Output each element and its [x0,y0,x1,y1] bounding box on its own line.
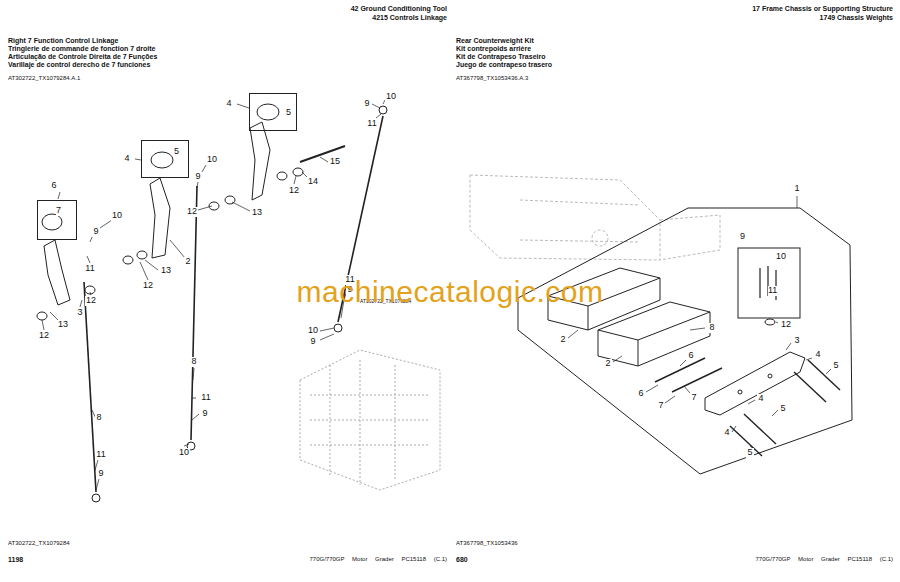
callout-number: 11 [366,119,377,129]
callout-number: 12 [85,296,97,306]
callout-number: 4 [814,350,821,360]
callout-number: 9 [201,409,208,419]
callout-number: 5 [286,108,291,118]
callout-number: 5 [779,404,786,414]
callout-number: 11 [95,450,106,460]
callout-number: 4 [723,428,730,438]
callout-number: 2 [604,359,611,369]
callout-number: 3 [76,308,83,318]
figure-title: Kit de Contrapeso Traseiro [456,53,545,61]
callout-number: 4 [123,154,130,164]
watermark: machinecatalogic.com [297,275,604,308]
section-heading: 42 Ground Conditioning Tool [351,5,447,13]
callout-number: 13 [57,320,69,330]
callout-number: 11 [84,264,95,274]
callout-number: 9 [740,232,745,242]
section-heading: 17 Frame Chassis or Supporting Structure [752,5,893,13]
figure-title: Juego de contrapeso trasero [456,61,552,69]
callout-number: 6 [687,351,694,361]
figure-ref: AT367798_TX1053436 [456,540,518,547]
callout-number: 10 [776,252,786,262]
figure-title: Right 7 Function Control Linkage [8,37,118,45]
figure-title: Kit contrepoids arrière [456,45,531,53]
callout-number: 10 [178,448,190,458]
callout-number: 5 [746,448,753,458]
figure-title: Rear Counterweight Kit [456,37,534,45]
callout-number: 5 [832,361,839,371]
callout-number: 12 [38,331,50,341]
callout-number: 6 [637,389,644,399]
callout-number: 15 [329,157,341,167]
detail-box: 9 10 11 [736,230,802,320]
callout-number: 9 [97,469,104,479]
page-footer: 1198 [8,556,23,564]
callout-number: 11 [200,393,211,403]
page-footer: 770G/770GP Motor Grader PC15118 (C.1) [755,556,893,563]
detail-box-outline [736,230,802,320]
callout-frame: 7 [37,200,77,240]
callout-number: 9 [194,172,201,182]
callout-number: 10 [307,326,319,336]
callout-number: 13 [160,266,172,276]
callout-frame: 5 [249,93,297,131]
page-footer: 770G/770GP Motor Grader PC15118 (C.1) [309,556,447,563]
figure-title: Varillaje de control derecho de 7 funcio… [8,61,150,69]
figure-ref: AT367798_TX1053436.A.3 [456,75,528,82]
page-footer: 680 [456,556,468,564]
callout-number: 6 [50,181,57,191]
figure-title: Articulação de Controle Direita de 7 Fun… [8,53,157,61]
callout-number: 12 [780,320,792,330]
callout-number: 5 [174,147,179,157]
callout-number: 8 [190,357,197,367]
callout-number: 12 [288,186,300,196]
callout-number: 14 [307,177,319,187]
callout-number: 1 [793,184,800,194]
callout-number: 4 [225,99,232,109]
section-heading: 4215 Controls Linkage [372,14,447,22]
callout-number: 9 [363,99,370,109]
callout-number: 4 [757,394,764,404]
callout-number: 2 [559,335,566,345]
section-heading: 1749 Chassis Weights [820,14,893,22]
callout-number: 8 [708,323,715,333]
callout-frame: 5 [141,140,189,178]
callout-number: 12 [186,207,198,217]
figure-ref: AT302722_TX1079284 [8,540,70,547]
callout-number: 2 [184,257,191,267]
callout-number: 7 [657,401,664,411]
callout-number: 10 [111,211,123,221]
callout-number: 10 [385,92,397,102]
callout-number: 9 [92,227,99,237]
callout-number: 3 [793,336,800,346]
callout-number: 11 [768,286,777,296]
callout-number: 12 [142,281,154,291]
callout-number: 13 [251,208,263,218]
callout-number: 8 [95,413,102,423]
callout-number: 7 [56,206,61,216]
callout-number: 7 [690,393,697,403]
callout-number: 10 [206,155,218,165]
figure-title: Tringlerie de commande de fonction 7 dro… [8,45,155,53]
callout-number: 9 [309,337,316,347]
figure-ref: AT302722_TX1079284.A.1 [8,75,80,82]
